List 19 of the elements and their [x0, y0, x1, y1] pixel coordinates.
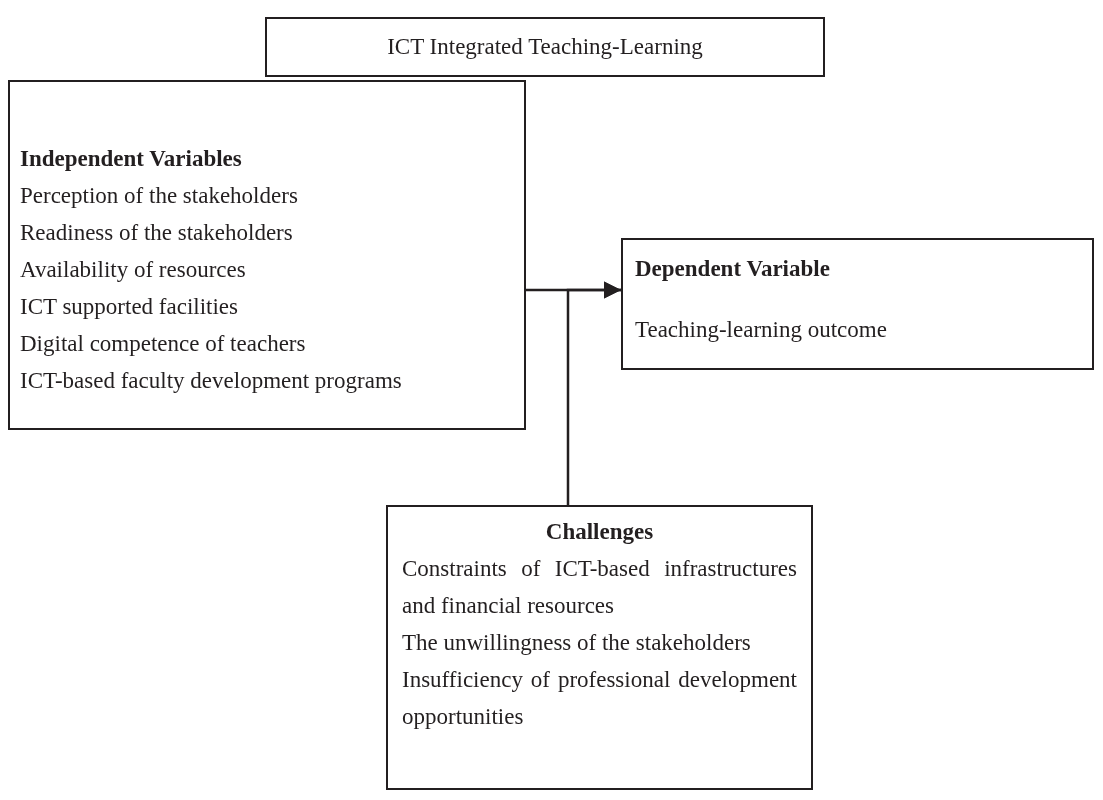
list-item-text: The unwillingness of the stakeholders [402, 629, 752, 657]
text-box [386, 505, 813, 790]
title-text: ICT Integrated Teaching-Learning [386, 33, 704, 61]
list-item-text: Readiness of the stakeholders [20, 219, 294, 247]
list-item-text: Insufficiency of professional development opportunities [402, 666, 797, 731]
arrow [566, 281, 621, 505]
text-box [265, 17, 825, 77]
list-item-text: Digital competence of teachers [20, 330, 307, 358]
list-item-text: Perception of the stakeholders [20, 182, 299, 210]
list-item-text: Availability of resources [20, 256, 247, 284]
list-item-text: ICT supported facilities [20, 293, 240, 321]
text-box [8, 80, 526, 430]
text-box [621, 238, 1094, 370]
list-item-text: Teaching-learning outcome [635, 316, 888, 344]
list-item-text: Constraints of ICT-based infrastructures and financial resources [402, 555, 797, 620]
heading-text: Independent Variables [20, 145, 243, 173]
heading-text: Challenges [544, 518, 655, 546]
heading-text: Dependent Variable [635, 255, 831, 283]
list-item-text: ICT-based faculty development programs [20, 367, 403, 395]
